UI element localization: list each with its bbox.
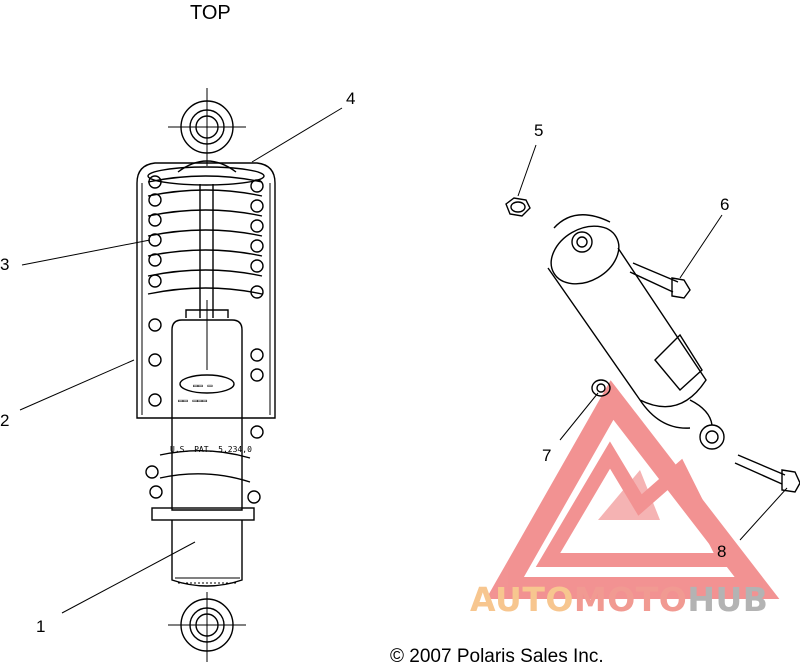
svg-text:▭▭ ▭: ▭▭ ▭ (193, 381, 212, 390)
callout-5: 5 (534, 121, 543, 140)
callout-3: 3 (0, 255, 9, 274)
copyright-notice: © 2007 Polaris Sales Inc. (390, 646, 604, 664)
bolt-6 (629, 262, 691, 299)
callout-6: 6 (720, 195, 729, 214)
nut-5 (505, 197, 531, 217)
callout-7: 7 (542, 446, 551, 465)
washer-7 (591, 379, 611, 397)
svg-text:AUTOMOTOHUB: AUTOMOTOHUB (470, 580, 768, 619)
spring-coils (145, 175, 264, 504)
bottom-eyelet (168, 592, 246, 662)
watermark-logo (486, 380, 780, 599)
watermark-hub: HUB (687, 580, 768, 619)
patent-stamp: U.S. PAT. 5,234,0 (170, 445, 252, 454)
watermark-auto: AUTO (470, 580, 574, 619)
callout-2: 2 (0, 411, 9, 430)
shock-assembly-left: ▭▭ ▭ ▭▭ ▭▭▭ U.S. PAT. 5,234,0 (136, 88, 276, 662)
svg-text:▭▭ ▭▭▭: ▭▭ ▭▭▭ (178, 396, 207, 405)
callout-1: 1 (36, 617, 45, 636)
callout-8: 8 (717, 542, 726, 561)
shock-assembly-right (505, 197, 800, 493)
spring-cover (136, 162, 276, 419)
callout-4: 4 (346, 89, 355, 108)
bolt-8 (734, 454, 800, 493)
right-shock-body (547, 214, 725, 450)
orientation-label: TOP (190, 2, 231, 24)
shock-body: ▭▭ ▭ ▭▭ ▭▭▭ U.S. PAT. 5,234,0 (170, 319, 252, 511)
watermark-text: AUTOMOTOHUB (470, 580, 768, 619)
piston-rod (185, 184, 229, 370)
top-eyelet (168, 88, 246, 166)
leader-lines (19, 107, 788, 614)
watermark-moto: MOTO (574, 580, 687, 619)
lower-body (151, 507, 255, 587)
brand-logo (179, 374, 235, 394)
